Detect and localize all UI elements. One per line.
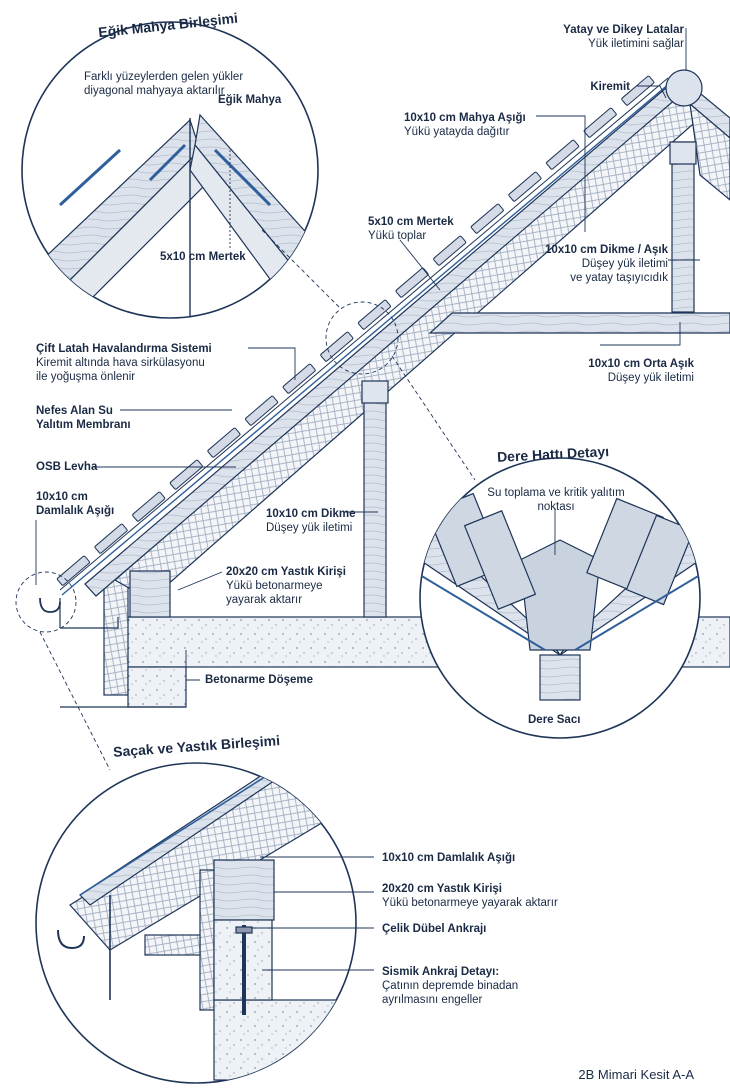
mid-purlin: [428, 312, 730, 334]
ridge-tile: [665, 69, 703, 107]
masonry-wall: [103, 574, 129, 696]
roof-tile: [132, 491, 166, 522]
valley-flashing-label: Dere Sacı: [528, 714, 581, 726]
gutter: [39, 597, 61, 613]
roof-tile: [245, 395, 279, 426]
valley-detail: [419, 457, 701, 739]
label-slab: Betonarme Döşeme: [205, 674, 314, 686]
roof-tile: [282, 363, 316, 394]
ridge-detail-note: Farklı yüzeylerden gelen yükler diyagona…: [84, 71, 244, 97]
eave-label-anchor: Çelik Dübel Ankrajı: [382, 923, 487, 935]
valley-detail-note: Su toplama ve kritik yalıtım noktası: [487, 487, 625, 513]
roof-tile: [357, 299, 391, 330]
detail-connectors: [15, 229, 476, 771]
ridge-detail: [21, 21, 319, 319]
roof-tile: [433, 235, 467, 266]
cushion-beam: [129, 570, 171, 618]
sheet-title: 2B Mimari Kesit A-A: [578, 1067, 694, 1082]
label-tile: Kiremit: [590, 81, 630, 93]
roof-tile: [470, 203, 504, 234]
roof-tile: [320, 331, 354, 362]
roof-tile: [207, 427, 241, 458]
roof-tile: [169, 459, 203, 490]
post-left: [363, 382, 387, 618]
label-osb: OSB Levha: [36, 461, 98, 473]
roof-tile: [621, 75, 655, 106]
ridge-rafter-label: 5x10 cm Mertek: [160, 251, 246, 263]
post-right: [671, 141, 695, 313]
roof-tile: [546, 139, 580, 170]
roof-tile: [395, 267, 429, 298]
roof-tile: [508, 171, 542, 202]
leader-lines: [35, 28, 700, 971]
roof-tile: [56, 555, 90, 586]
main-section: [39, 69, 730, 708]
eave-label-seismic: Sismik Ankraj Detayı:Çatının depremde bi…: [382, 966, 519, 1006]
roof-tile: [94, 523, 128, 554]
ridge-label: Eğik Mahya: [218, 94, 282, 106]
roof-tile: [583, 107, 617, 138]
roof-tiles: [56, 75, 655, 586]
eave-detail: [35, 762, 357, 1084]
eave-label-drip-purlin: 10x10 cm Damlalık Aşığı: [382, 852, 516, 864]
